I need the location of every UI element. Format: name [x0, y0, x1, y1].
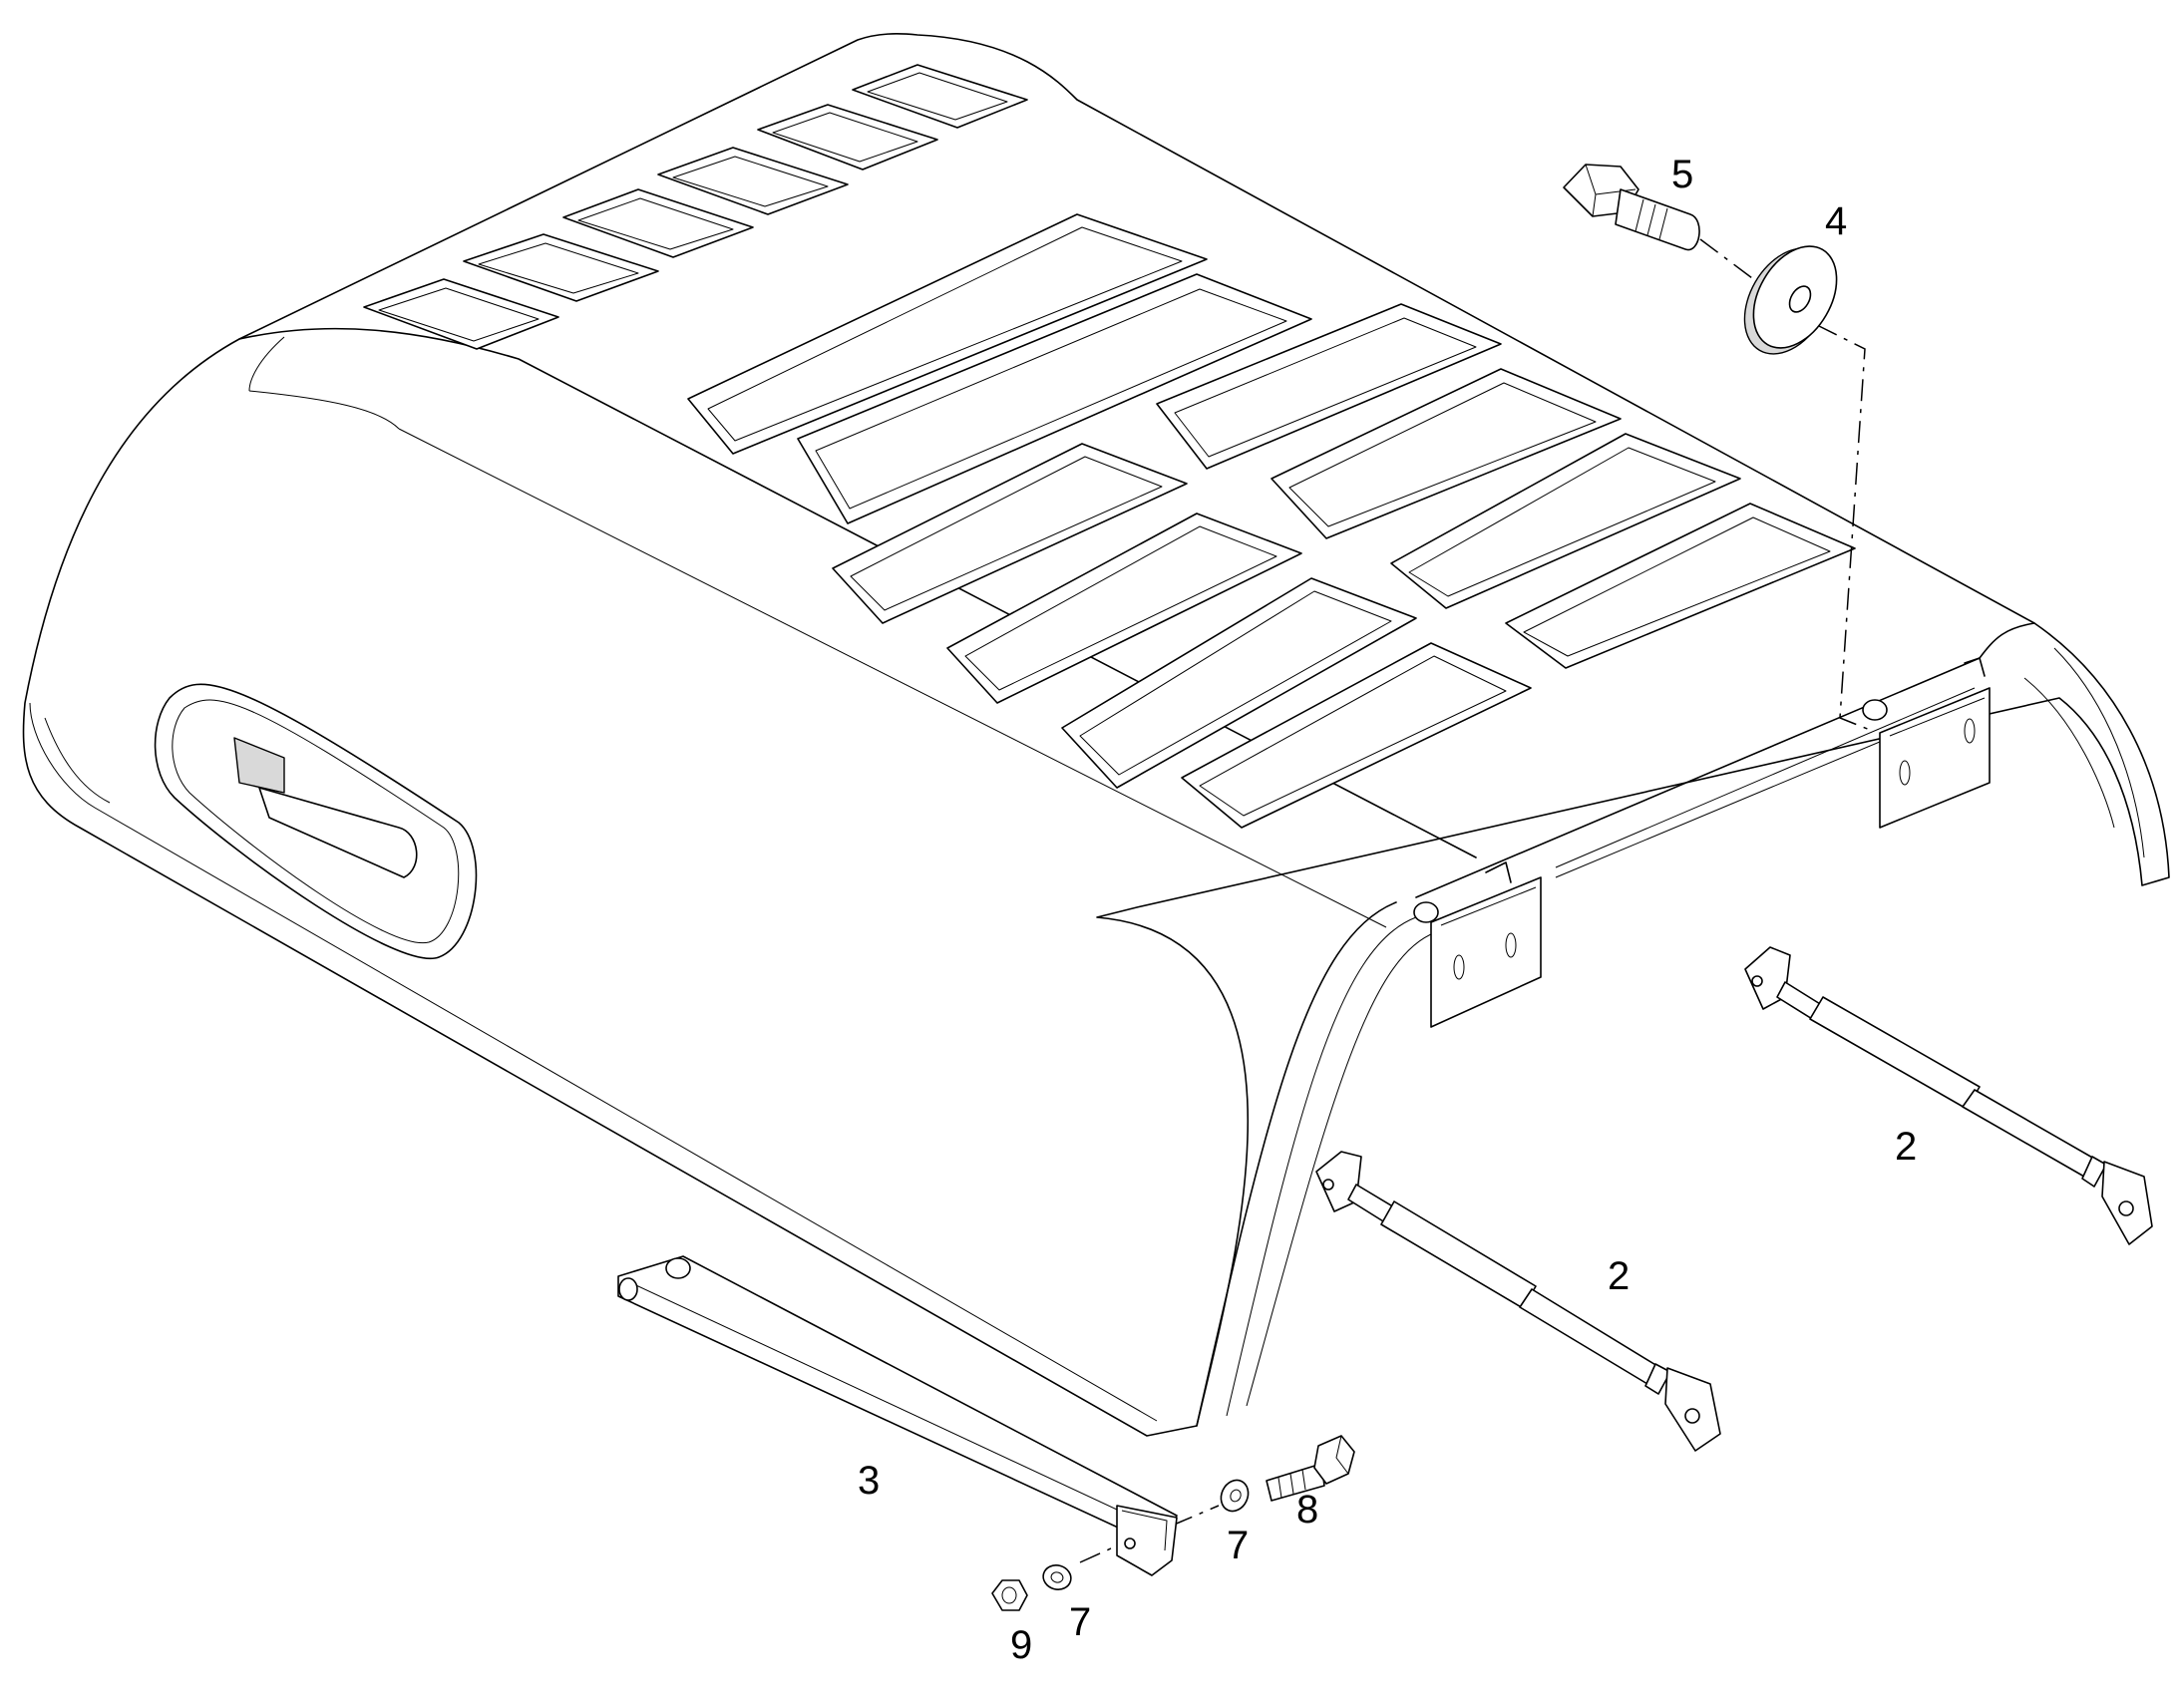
part-7-washer-lower [1042, 1564, 1072, 1590]
callout-part-2-left: 2 [1608, 1254, 1630, 1298]
hood-cover [22, 33, 2170, 1437]
callout-part-9: 9 [1010, 1623, 1032, 1667]
callout-part-3: 3 [858, 1459, 880, 1503]
part-2-strut-right [1744, 946, 2153, 1245]
front-louvers [363, 64, 1028, 350]
part-3-rod [617, 1255, 1178, 1576]
part-2-strut-left [1315, 1151, 1721, 1452]
callout-part-7-upper: 7 [1227, 1524, 1249, 1567]
part-8-bolt [1266, 1435, 1355, 1502]
callout-part-4: 4 [1825, 199, 1847, 243]
callout-part-8: 8 [1296, 1488, 1318, 1532]
callout-part-2-right: 2 [1895, 1125, 1917, 1169]
vent-slots [687, 213, 1856, 829]
part-9-nut [991, 1579, 1028, 1611]
part-5-bolt [1563, 164, 1700, 251]
assembly-lines [1079, 238, 1871, 1563]
part-4-washer [1743, 245, 1838, 355]
hinge-left [1413, 861, 1542, 1028]
part-7-washer-upper [1220, 1479, 1250, 1513]
side-handle [154, 683, 478, 960]
callout-part-7-lower: 7 [1069, 1600, 1091, 1644]
callout-part-5: 5 [1671, 153, 1693, 196]
callouts: 5 4 2 2 3 7 8 7 9 [858, 153, 1917, 1667]
hinge-right [1862, 657, 1991, 829]
